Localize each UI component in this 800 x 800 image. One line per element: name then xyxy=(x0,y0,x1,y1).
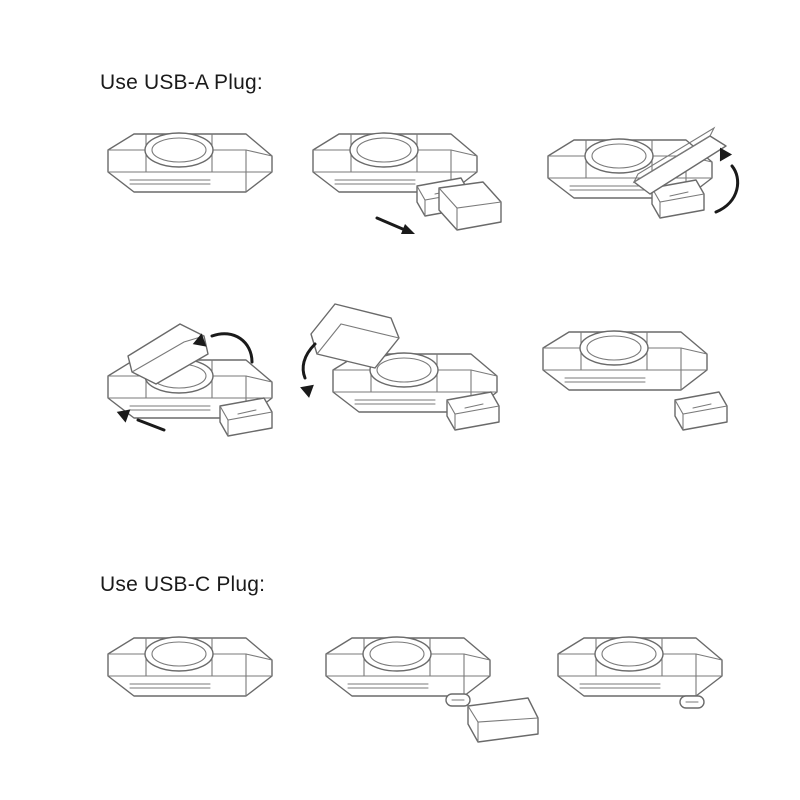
usb-c-step-2-figure xyxy=(318,630,548,750)
usb-c-plug-icon xyxy=(680,696,704,708)
sliding-cap xyxy=(439,182,501,230)
usb-c-step-1-figure xyxy=(100,630,280,730)
usb-c-cap-icon xyxy=(468,698,538,742)
rotate-arrow-icon xyxy=(300,344,316,399)
usb-a-step-1-figure xyxy=(100,126,280,226)
usb-a-step-6-figure xyxy=(535,324,730,434)
usb-c-plug-icon xyxy=(446,694,470,706)
usb-c-heading: Use USB-C Plug: xyxy=(100,573,265,597)
usb-a-step-5-figure xyxy=(295,298,500,438)
usb-a-step-2-figure xyxy=(305,126,515,246)
rotate-arrow-icon xyxy=(714,144,738,212)
usb-a-step-3-figure xyxy=(540,122,750,232)
charger-device-icon xyxy=(108,133,272,192)
usb-c-step-3-figure xyxy=(550,630,740,730)
slide-arrow-icon xyxy=(377,218,415,234)
usb-a-heading: Use USB-A Plug: xyxy=(100,71,263,95)
usb-a-step-4-figure xyxy=(100,318,280,438)
charger-device-icon xyxy=(543,331,707,390)
charger-device-icon xyxy=(326,637,490,696)
usb-a-plug-icon xyxy=(675,392,727,430)
charger-device-icon xyxy=(108,637,272,696)
charger-device-icon xyxy=(558,637,722,696)
